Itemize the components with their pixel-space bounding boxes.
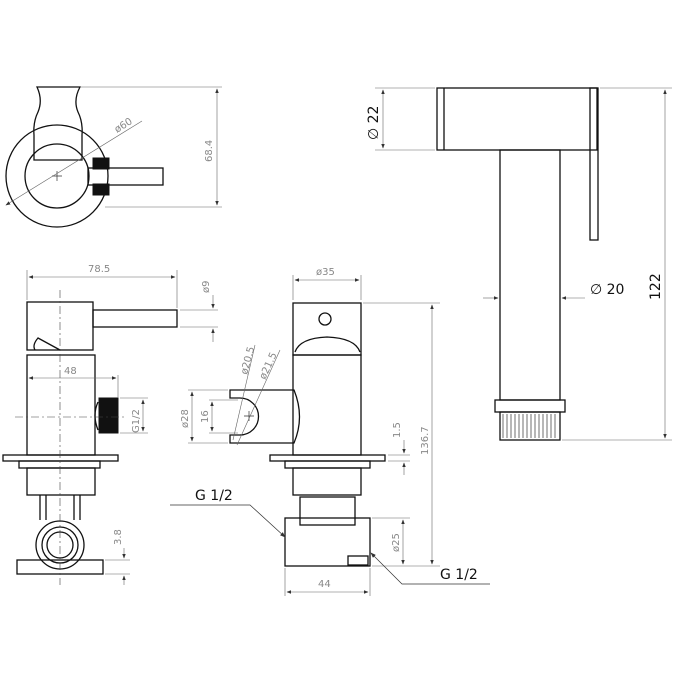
hose-thread [499,411,561,441]
hand-sprayer: ∅ 22 ∅ 20 122 [366,87,672,441]
escutcheon-outline [5,124,109,228]
dim-thread: G1/2 [131,409,142,433]
dim-body-depth: 48 [64,366,77,377]
knurled-nut [98,397,119,434]
sprayer-trigger [589,87,599,241]
lever [92,309,178,328]
top-view: ø60 68.4 [5,86,222,228]
dim-lever-dia: ø9 [201,281,212,293]
dim-body-dia: ø35 [316,267,335,278]
dim-outlet-dia: ø25 [391,533,402,552]
lever-outline [87,167,164,186]
outlet-thread-label: G 1/2 [440,567,478,583]
indicator-ring [318,312,332,326]
dim-clip-outer: ø21.5 [258,351,280,381]
dim-offset: 3.8 [113,529,124,545]
sprayer-head [436,87,598,151]
side-view: 78.5 ø9 48 G1/2 3.8 [2,264,218,585]
dim-side-width: 78.5 [88,264,110,275]
dim-tube-dia: ∅ 20 [590,282,624,298]
dim-base-width: 44 [318,579,331,590]
knurl-upper [92,157,110,170]
dim-clip-height: ø28 [180,409,191,428]
sprayer-tube [499,149,561,401]
dim-head-dia: ∅ 22 [366,106,382,140]
dim-clip-inner: ø20.5 [239,346,257,376]
dim-total-height: 136.7 [420,426,431,455]
dim-sprayer-length: 122 [648,273,664,300]
dim-flange-thickness: 1.5 [392,422,403,438]
inlet-thread-label: G 1/2 [195,488,233,504]
hose-clip [229,389,301,444]
body [26,354,96,456]
body-circle [24,143,90,209]
inlet-block [284,517,371,567]
handle-top-outline [33,86,83,161]
knurl-lower [92,183,110,196]
handle-block [292,302,362,356]
flange [2,454,119,462]
front-view: ø35 ø20.5 ø21.5 ø28 16 1.5 136.7 ø25 44 … [170,267,490,596]
dim-clip-opening: 16 [200,410,211,423]
dim-top-height: 68.4 [204,140,215,162]
